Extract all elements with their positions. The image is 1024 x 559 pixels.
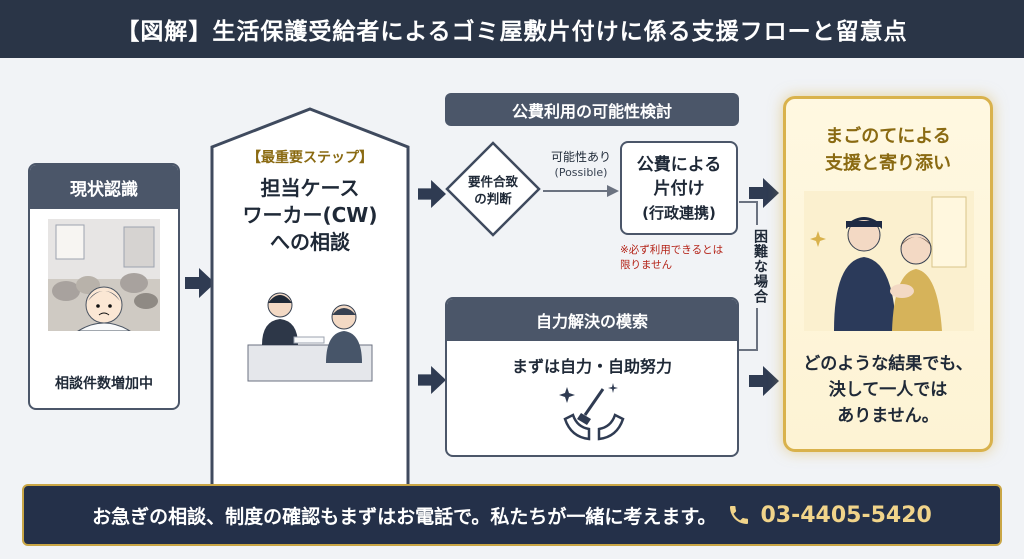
decision-line2: の判断 [474, 191, 512, 206]
decision-line1: 要件合致 [468, 174, 519, 189]
arrow-self-to-support [749, 366, 779, 396]
cw-consult-step: 【最重要ステップ】 担当ケース ワーカー(CW) への相談 [210, 107, 410, 527]
support-panel: まごのてによる 支援と寄り添い どのような結果でも、 決して一人では ありません… [783, 96, 993, 452]
consult-title: 担当ケース ワーカー(CW) への相談 [210, 175, 410, 256]
most-important-tag: 【最重要ステップ】 [247, 150, 373, 166]
support-message: どのような結果でも、 決して一人では ありません。 [786, 351, 990, 429]
footer-banner[interactable]: お急ぎの相談、制度の確認もまずはお電話で。私たちが一緒に考えます。 03-440… [22, 484, 1002, 546]
support-msg-line2: 決して一人では [828, 380, 948, 400]
header-bar: 【図解】生活保護受給者によるゴミ屋敷片付けに係る支援フローと留意点 [0, 0, 1024, 58]
public-box-line1: 公費による [636, 155, 722, 175]
possible-subtext: (Possible) [554, 166, 608, 179]
support-title-line2: 支援と寄り添い [825, 153, 951, 174]
arrow-to-consult [185, 268, 215, 298]
footer-text: お急ぎの相談、制度の確認もまずはお電話で。私たちが一緒に考えます。 [92, 505, 717, 528]
page-title: 【図解】生活保護受給者によるゴミ屋敷片付けに係る支援フローと留意点 [116, 19, 908, 45]
note-line2: 限りません [620, 259, 673, 271]
footer: お急ぎの相談、制度の確認もまずはお電話で。私たちが一緒に考えます。 03-440… [0, 472, 1024, 559]
public-cleanup-box: 公費による 片付け (行政連携) [620, 141, 738, 235]
self-help-subtitle: まずは自力・自助努力 [511, 357, 672, 376]
difficult-case-label: 困難な場合 [744, 225, 770, 308]
cluttered-room-illustration [48, 219, 160, 331]
recognition-caption: 相談件数増加中 [55, 376, 153, 392]
support-msg-line3: ありません。 [837, 406, 939, 426]
support-illustration [804, 191, 974, 331]
consult-line3: への相談 [270, 230, 350, 254]
recognition-card: 現状認識 相談件数増加中 [28, 163, 180, 410]
support-title: まごのてによる 支援と寄り添い [786, 123, 990, 177]
public-box-line2: 片付け [653, 179, 705, 199]
possible-text: 可能性あり [550, 150, 611, 164]
consult-line2: ワーカー(CW) [242, 203, 378, 227]
consult-line1: 担当ケース [260, 176, 360, 200]
cleaning-hands-icon [559, 383, 625, 441]
note-line1: ※必ず利用できるとは [620, 244, 724, 256]
public-use-note: ※必ず利用できるとは 限りません [620, 243, 740, 273]
public-box-line3: (行政連携) [642, 204, 716, 222]
arrow-to-self-help [418, 366, 446, 394]
arrow-to-public-box [543, 185, 619, 197]
support-msg-line1: どのような結果でも、 [803, 354, 973, 374]
self-help-panel: 自力解決の模索 まずは自力・自助努力 [445, 297, 739, 457]
possible-label: 可能性あり (Possible) [540, 150, 622, 180]
arrow-to-decision [418, 180, 446, 208]
phone-icon [729, 506, 748, 524]
support-title-line1: まごのてによる [825, 126, 951, 147]
arrow-public-to-support [749, 178, 779, 208]
sparkle-icon [559, 387, 575, 403]
phone-number[interactable]: 03-4405-5420 [760, 502, 932, 528]
consultation-illustration [247, 292, 373, 382]
self-help-header: 自力解決の模索 [447, 299, 737, 341]
recognition-title: 現状認識 [30, 165, 178, 209]
decision-diamond: 要件合致 の判断 [445, 141, 541, 237]
public-use-header: 公費利用の可能性検討 [445, 93, 739, 126]
